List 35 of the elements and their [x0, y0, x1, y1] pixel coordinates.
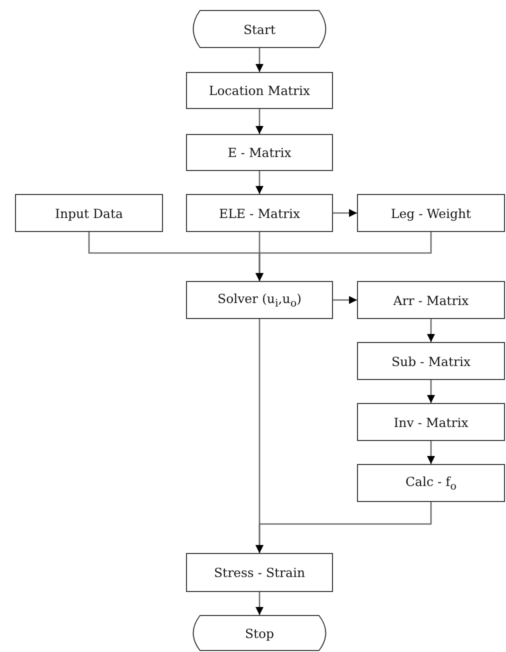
node-label: Solver (u$_{i}$,u$_{o}$) — [218, 290, 302, 310]
arrow — [256, 319, 264, 553]
node-label: ELE - Matrix — [218, 206, 300, 220]
process-box — [186, 194, 333, 232]
node-label: Calc - f$_{o}$ — [405, 474, 457, 492]
node-label: E - Matrix — [228, 145, 292, 160]
process-box — [357, 194, 505, 232]
process-box — [186, 553, 333, 592]
node-label: Leg - Weight — [390, 206, 472, 220]
arrow — [427, 441, 435, 464]
arrow — [427, 380, 435, 403]
process-box — [357, 281, 505, 319]
node-label: Stop — [244, 626, 274, 640]
arrow — [256, 171, 264, 194]
process-box — [15, 194, 163, 232]
process-box — [186, 281, 333, 319]
node-label: Input Data — [55, 206, 123, 220]
process-box — [357, 403, 505, 441]
process-box — [186, 134, 333, 171]
arrow — [333, 296, 357, 304]
process-box — [357, 464, 505, 502]
arrow — [256, 592, 264, 615]
process-box — [186, 72, 333, 109]
node-label: Stress - Strain — [214, 565, 306, 580]
arrow — [256, 48, 264, 72]
arrow — [333, 209, 357, 217]
arrow — [256, 109, 264, 134]
node-label: Location Matrix — [208, 83, 310, 98]
arrow — [427, 319, 435, 342]
node-label: Arr - Matrix — [393, 292, 469, 308]
arrow — [256, 232, 432, 281]
node-label: Start — [243, 22, 276, 36]
node-label: Inv - Matrix — [394, 414, 468, 430]
process-box — [357, 342, 505, 380]
node-label: Sub - Matrix — [391, 354, 471, 368]
